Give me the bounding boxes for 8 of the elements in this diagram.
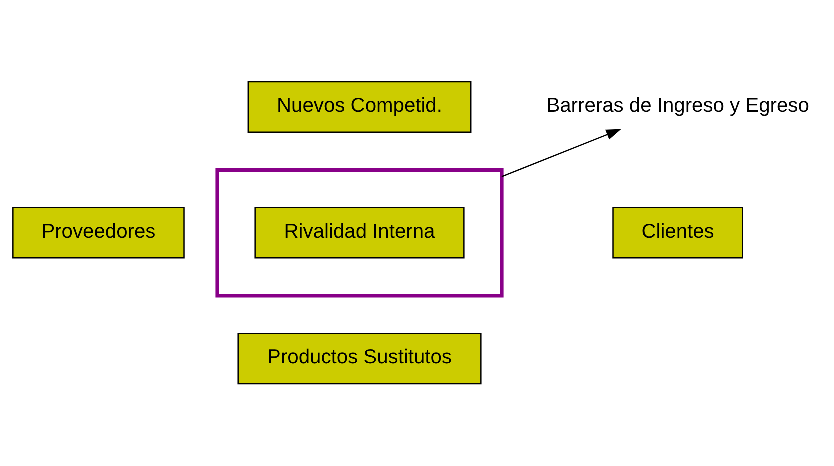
node-box: Productos Sustitutos [238, 333, 482, 385]
node-text: Barreras de Ingreso y Egreso [546, 94, 810, 117]
node-box: Nuevos Competid. [248, 81, 472, 133]
arrow [502, 129, 622, 178]
node-box: Proveedores [12, 207, 185, 259]
node-box: Rivalidad Interna [254, 207, 465, 259]
node-box: Clientes [612, 207, 744, 259]
cluster [216, 168, 504, 298]
